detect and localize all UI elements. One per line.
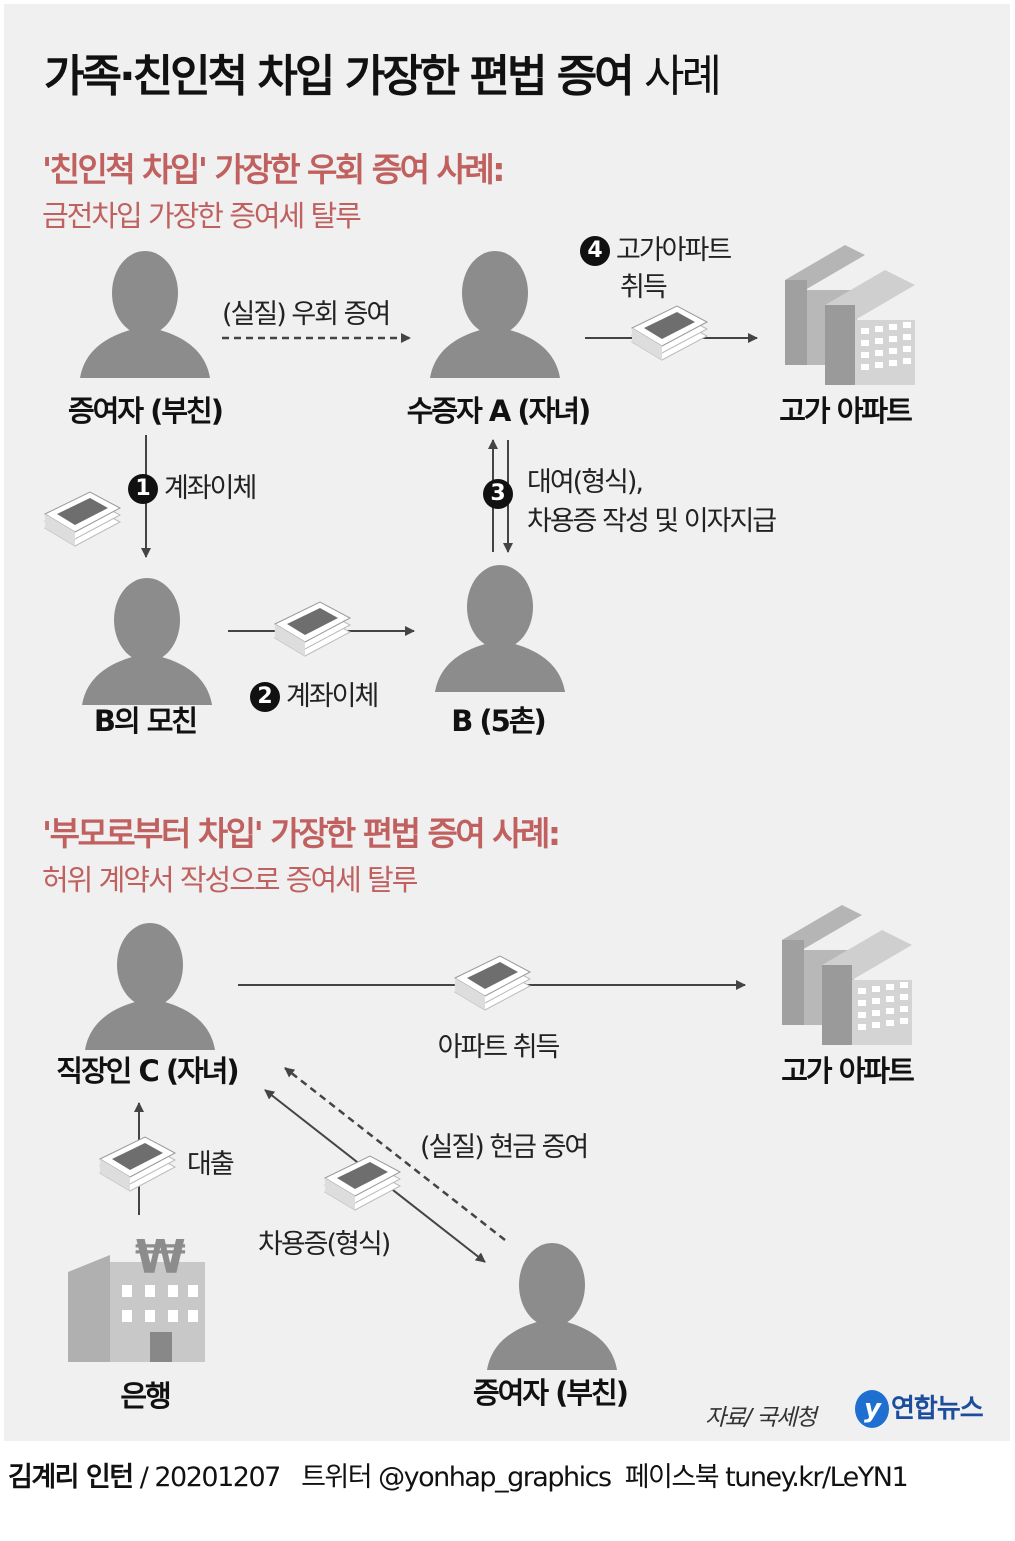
apartment-label: 고가 아파트 xyxy=(779,394,912,428)
footer-twitter[interactable]: 트위터 @yonhap_graphics xyxy=(301,1462,612,1493)
step4-line1: 고가아파트 xyxy=(616,235,732,266)
bank-label: 은행 xyxy=(120,1379,171,1413)
cash-gift-label: (실질) 현금 증여 xyxy=(420,1132,589,1163)
case1-subheading: 금전차입 가장한 증여세 탈루 xyxy=(42,199,362,233)
money-stack-icon xyxy=(631,305,708,361)
step3-line1: 대여(형식), xyxy=(527,467,644,498)
bank-building-icon xyxy=(68,1255,205,1362)
title-bold: 가족·친인척 차입 가장한 편법 증여 xyxy=(44,51,635,102)
cash-gift-arrow xyxy=(284,1067,506,1241)
case2-subheading: 허위 계약서 작성으로 증여세 탈루 xyxy=(42,863,418,897)
footer-date: / 20201207 xyxy=(139,1462,282,1493)
money-stack-icon xyxy=(274,601,351,657)
money-stack-icon xyxy=(44,491,121,547)
step2-text: 계좌이체 xyxy=(286,681,379,712)
loan-label: 대출 xyxy=(187,1149,235,1180)
iou-label: 차용증(형식) xyxy=(258,1229,391,1260)
apartment-building-icon xyxy=(785,245,915,385)
worker-label: 직장인 C (자녀) xyxy=(56,1054,239,1088)
b-mother-figure-icon xyxy=(82,578,212,705)
apartment-building-icon xyxy=(782,905,912,1045)
b-relative-figure-icon xyxy=(435,565,565,692)
footer-credits: 김계리 인턴 / 20201207 트위터 @yonhap_graphics 페… xyxy=(8,1455,909,1494)
step-number-badge: 2 xyxy=(250,682,280,712)
step-number-badge: 4 xyxy=(580,236,610,266)
worker-c-figure-icon xyxy=(85,923,215,1050)
step-number-badge: 1 xyxy=(128,474,158,504)
won-symbol: ₩ xyxy=(135,1230,186,1284)
step1-text: 계좌이체 xyxy=(164,473,257,504)
footer-author: 김계리 인턴 xyxy=(8,1462,134,1493)
donor-father-figure-icon xyxy=(80,251,210,378)
b-label: B (5촌) xyxy=(451,704,547,738)
case1-heading: '친인척 차입' 가장한 우회 증여 사례: xyxy=(42,150,505,189)
title-light: 사례 xyxy=(644,51,722,102)
logo-mark-icon: y xyxy=(855,1390,889,1428)
source-label: 자료/ 국세청 xyxy=(705,1405,817,1431)
recipient-label: 수증자 A (자녀) xyxy=(406,394,592,428)
page-title: 가족·친인척 차입 가장한 편법 증여 사례 xyxy=(44,40,722,104)
case2-heading: '부모로부터 차입' 가장한 편법 증여 사례: xyxy=(42,814,561,853)
infographic-panel xyxy=(4,4,1010,1441)
logo-text: 연합뉴스 xyxy=(891,1394,984,1424)
step3-line2: 차용증 작성 및 이자지급 xyxy=(527,506,777,537)
donor2-label: 증여자 (부친) xyxy=(472,1376,629,1410)
step4-line2: 취득 xyxy=(620,272,668,303)
apartment2-label: 고가 아파트 xyxy=(781,1054,914,1088)
footer-facebook[interactable]: 페이스북 tuney.kr/LeYN1 xyxy=(624,1462,909,1493)
purchase-label: 아파트 취득 xyxy=(437,1032,561,1063)
money-stack-icon xyxy=(454,955,531,1011)
step3-badge: 3 xyxy=(483,478,519,509)
recipient-a-figure-icon xyxy=(430,251,560,378)
indirect-gift-label: (실질) 우회 증여 xyxy=(222,299,391,330)
money-stack-icon xyxy=(324,1155,401,1211)
step-number-badge: 3 xyxy=(483,479,513,509)
donor-father-figure-icon xyxy=(487,1243,617,1370)
b-mother-label: B의 모친 xyxy=(93,704,198,738)
donor-label: 증여자 (부친) xyxy=(67,394,224,428)
money-stack-icon xyxy=(99,1136,176,1192)
